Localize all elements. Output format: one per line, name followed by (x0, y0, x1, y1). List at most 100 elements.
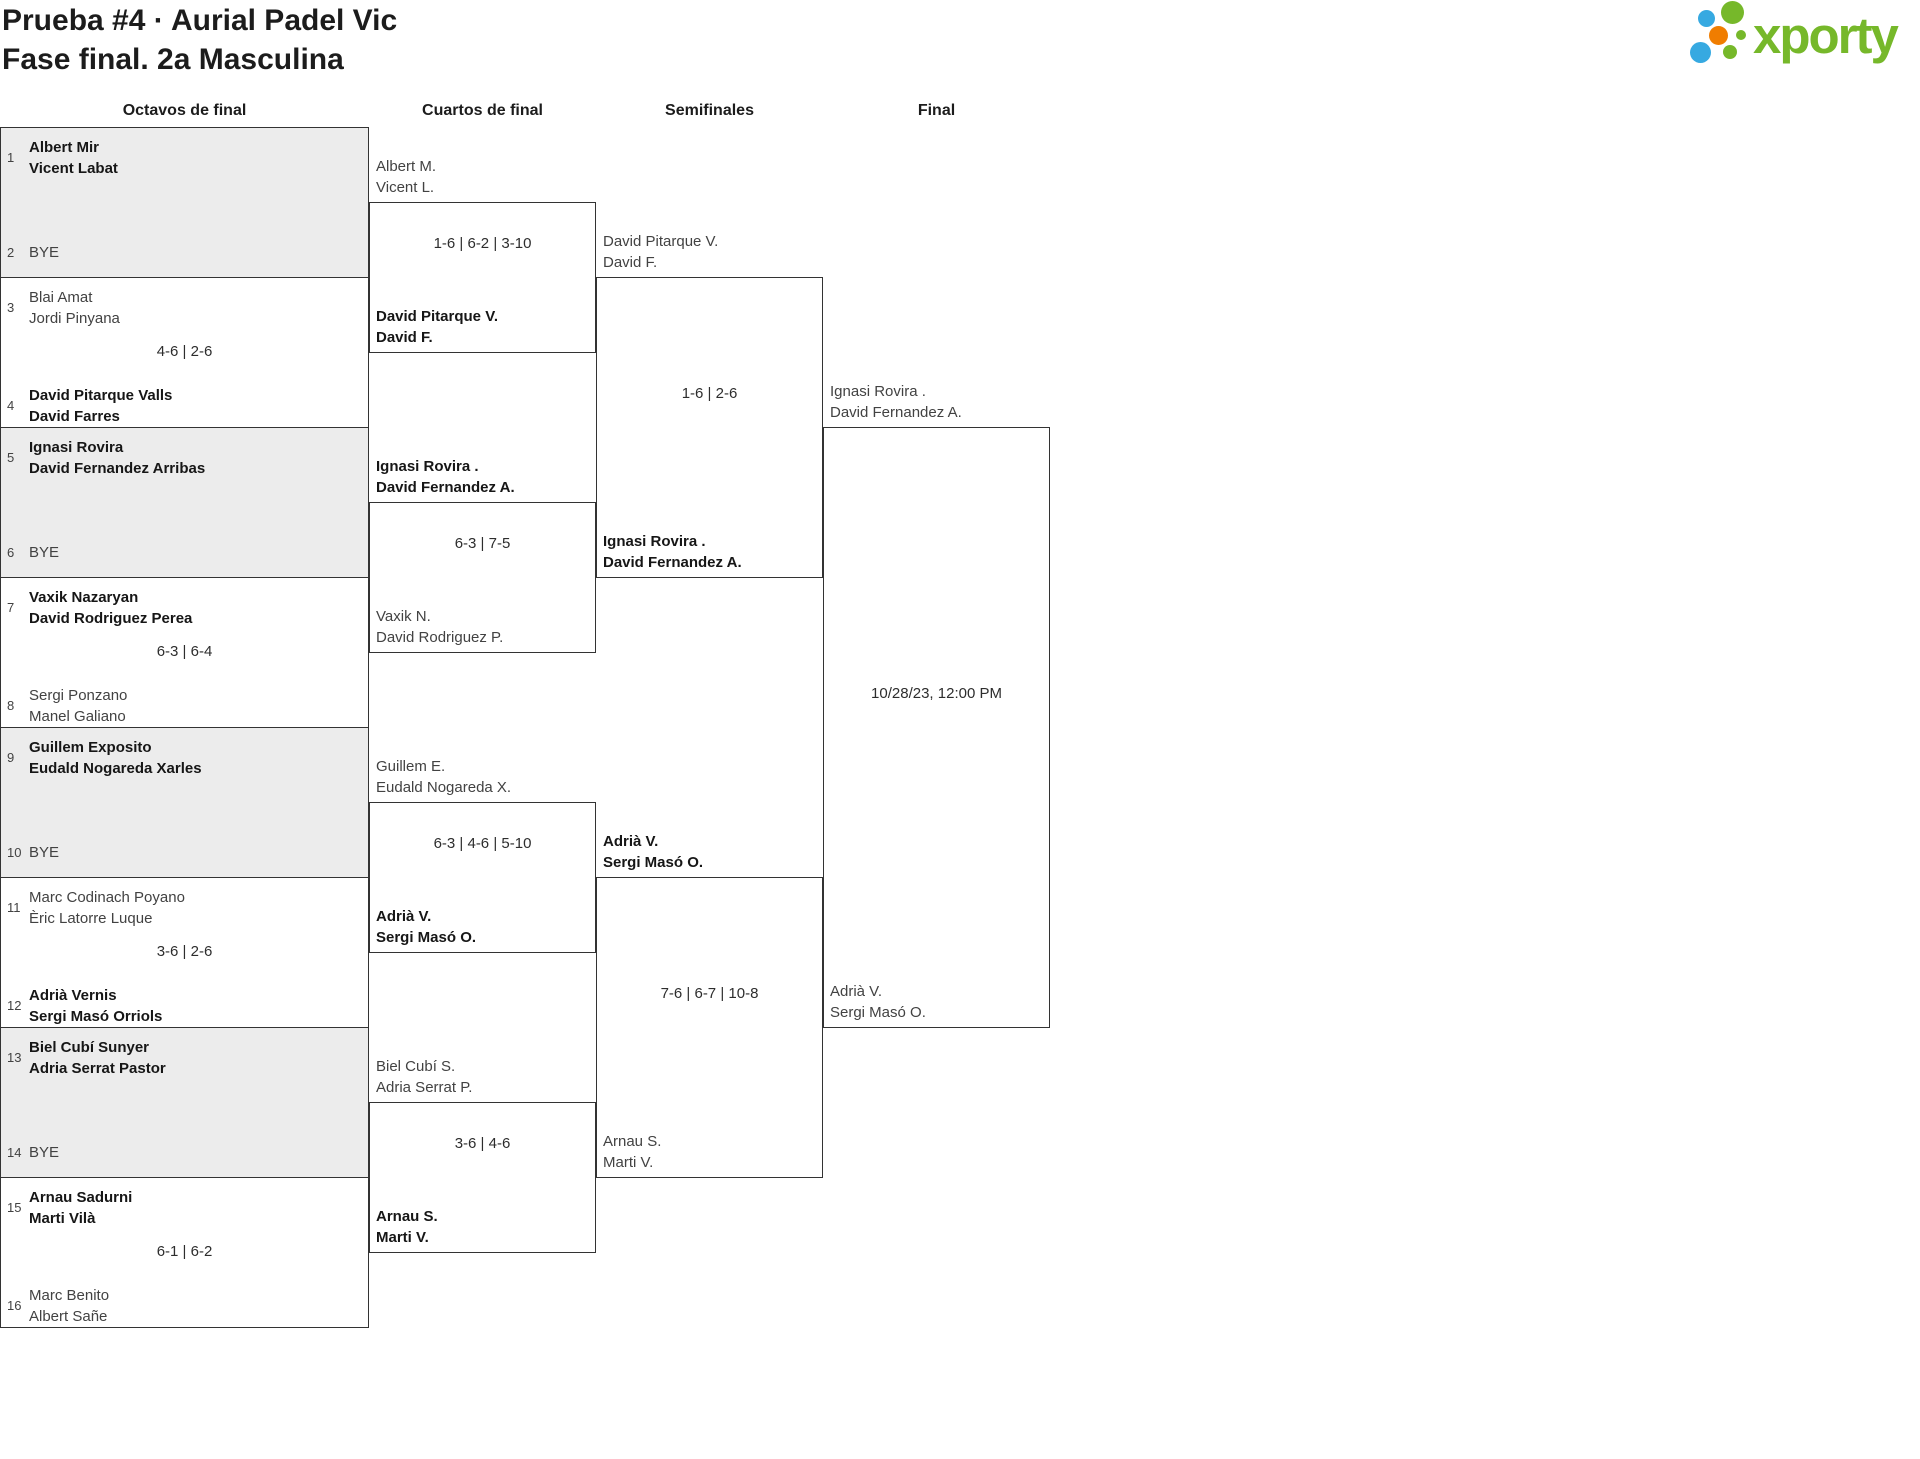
match-score: 6-1 | 6-2 (156, 1243, 213, 1260)
seed-number: 1 (7, 150, 15, 165)
team-name: Adrià Vernis Sergi Masó Orriols (29, 985, 162, 1027)
team-name: Biel Cubí S. Adria Serrat P. (376, 1056, 472, 1098)
player-name: Albert Sañe (29, 1308, 108, 1325)
team-name: Albert Mir Vicent Labat (29, 137, 118, 179)
team-name: Arnau Sadurni Marti Vilà (29, 1187, 132, 1229)
seed-number: 14 (7, 1145, 22, 1160)
player-name: Ignasi Rovira . (603, 533, 706, 550)
player-name: David Pitarque V. (376, 308, 498, 325)
team-name: David Pitarque Valls David Farres (29, 385, 172, 427)
team-name: Ignasi Rovira . David Fernandez A. (830, 381, 962, 423)
player-name: Sergi Masó O. (376, 929, 477, 946)
player-name: Vaxik N. (376, 608, 431, 625)
player-name: Adrià V. (603, 833, 659, 850)
team-name: David Pitarque V. David F. (603, 231, 718, 273)
bye-label: BYE (29, 244, 60, 261)
player-name: Ignasi Rovira . (830, 383, 926, 400)
match-score: 6-3 | 4-6 | 5-10 (433, 835, 532, 852)
seed-number: 16 (7, 1298, 22, 1313)
player-name: Sergi Masó O. (603, 854, 704, 871)
octavos-match-1-box (0, 127, 369, 278)
player-name: Biel Cubí Sunyer (29, 1039, 150, 1056)
cuartos-match-3-box (369, 802, 596, 953)
seed-number: 2 (7, 245, 15, 260)
seed-number: 8 (7, 698, 15, 713)
team-name: Ignasi Rovira . David Fernandez A. (376, 456, 515, 498)
player-name: Marti Vilà (29, 1210, 96, 1227)
page-title-block: Prueba #4 · Aurial Padel Vic Fase final.… (2, 1, 397, 79)
seed-number: 3 (7, 300, 15, 315)
player-name: Ignasi Rovira . (376, 458, 479, 475)
bye-label: BYE (29, 544, 60, 561)
seed-number: 13 (7, 1050, 22, 1065)
player-name: David Farres (29, 408, 120, 425)
round-header-cuartos: Cuartos de final (422, 102, 543, 119)
phase-subtitle: Fase final. 2a Masculina (2, 43, 344, 76)
round-header-final: Final (917, 102, 956, 119)
player-name: Biel Cubí S. (376, 1058, 456, 1075)
team-name: Arnau S. Marti V. (376, 1206, 438, 1248)
player-name: Vicent L. (376, 179, 435, 196)
player-name: David Fernandez A. (603, 554, 742, 571)
player-name: Sergi Masó Orriols (29, 1008, 163, 1025)
team-name: Sergi Ponzano Manel Galiano (29, 685, 127, 727)
team-name: Guillem E. Eudald Nogareda X. (376, 756, 511, 798)
logo-dot-blue-small (1698, 10, 1715, 27)
player-name: Adria Serrat Pastor (29, 1060, 166, 1077)
player-name: David Pitarque Valls (29, 387, 173, 404)
player-name: Vaxik Nazaryan (29, 589, 139, 606)
match-score: 6-3 | 7-5 (454, 535, 511, 552)
match-score: 3-6 | 2-6 (156, 943, 213, 960)
team-name: Adrià V. Sergi Masó O. (830, 981, 926, 1023)
seed-number: 12 (7, 998, 22, 1013)
octavos-match-7-box (0, 1027, 369, 1178)
logo-dot-orange (1709, 26, 1728, 45)
team-name: Vaxik Nazaryan David Rodriguez Perea (29, 587, 192, 629)
seed-number: 10 (7, 845, 22, 860)
seed-number: 6 (7, 545, 15, 560)
player-name: Vicent Labat (29, 160, 118, 177)
player-name: Ignasi Rovira (29, 439, 124, 456)
player-name: Guillem Exposito (29, 739, 152, 756)
match-score: 1-6 | 6-2 | 3-10 (433, 235, 532, 252)
player-name: Manel Galiano (29, 708, 126, 725)
team-name: Blai Amat Jordi Pinyana (29, 287, 120, 329)
player-name: Blai Amat (29, 289, 93, 306)
player-name: David F. (603, 254, 658, 271)
player-name: Adrià V. (376, 908, 432, 925)
team-name: Biel Cubí Sunyer Adria Serrat Pastor (29, 1037, 166, 1079)
logo-dot-green-tiny (1736, 30, 1746, 40)
team-name: Albert M. Vicent L. (376, 156, 436, 198)
player-name: Adrià Vernis (29, 987, 117, 1004)
player-name: Marc Benito (29, 1287, 110, 1304)
player-name: David Rodriguez P. (376, 629, 504, 646)
match-score: 4-6 | 2-6 (156, 343, 213, 360)
match-date: 10/28/23, 12:00 PM (871, 685, 1002, 702)
player-name: Albert M. (376, 158, 437, 175)
team-name: Marc Codinach Poyano Èric Latorre Luque (29, 887, 185, 929)
xporty-logo: xporty (1685, 0, 1917, 78)
octavos-match-5-box (0, 727, 369, 878)
semifinal-1-box (596, 277, 823, 578)
match-score: 3-6 | 4-6 (454, 1135, 511, 1152)
logo-dot-blue-large (1690, 42, 1711, 63)
team-name: Adrià V. Sergi Masó O. (603, 831, 703, 873)
player-name: Albert Mir (29, 139, 100, 156)
seed-number: 5 (7, 450, 15, 465)
team-name: Ignasi Rovira David Fernandez Arribas (29, 437, 205, 479)
player-name: David Fernandez Arribas (29, 460, 206, 477)
player-name: Guillem E. (376, 758, 446, 775)
player-name: Arnau S. (376, 1208, 438, 1225)
player-name: David Rodriguez Perea (29, 610, 193, 627)
seed-number: 11 (7, 900, 21, 915)
team-name: David Pitarque V. David F. (376, 306, 498, 348)
octavos-match-3-box (0, 427, 369, 578)
player-name: Sergi Masó O. (830, 1004, 926, 1021)
team-name: Adrià V. Sergi Masó O. (376, 906, 476, 948)
seed-number: 7 (7, 600, 15, 615)
player-name: Adrià V. (830, 983, 882, 1000)
player-name: Sergi Ponzano (29, 687, 128, 704)
player-name: Eudald Nogareda Xarles (29, 760, 202, 777)
player-name: Èric Latorre Luque (29, 910, 153, 927)
